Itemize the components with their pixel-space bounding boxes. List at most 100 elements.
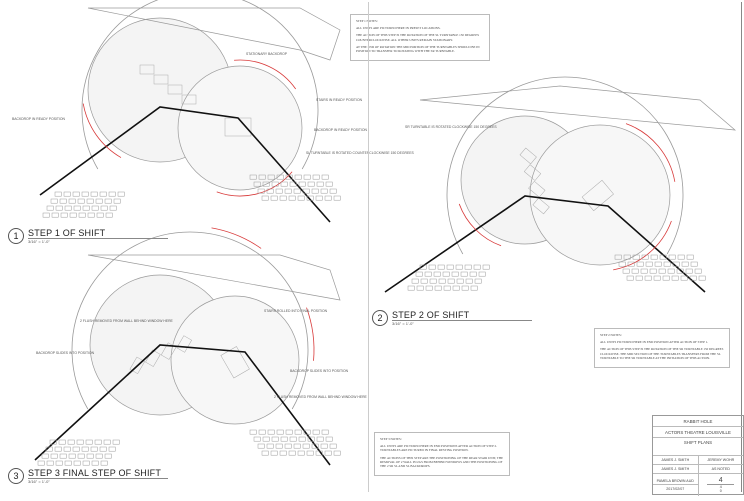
audience-seat (429, 278, 437, 284)
audience-seat (641, 254, 649, 260)
audience-seat (474, 278, 482, 284)
sr-turntable (170, 295, 300, 425)
audience-seat (77, 198, 85, 204)
audience-seat (311, 443, 319, 449)
audience-seat (293, 443, 301, 449)
audience-seat (443, 285, 451, 291)
audience-seat (67, 439, 75, 445)
label-stationary-backdrop: STATIONARY BACKDROP (246, 52, 288, 56)
audience-seat (324, 195, 332, 201)
audience-seat (85, 439, 93, 445)
audience-seat (113, 198, 121, 204)
audience-seat (676, 268, 684, 274)
audience-seat (99, 446, 107, 452)
audience-seat (320, 188, 328, 194)
audience-seat (306, 450, 314, 456)
rotation-arrow (625, 123, 676, 182)
audience-seat (425, 285, 433, 291)
audience-seat (407, 285, 415, 291)
audience-seat (249, 429, 257, 435)
audience-seat (46, 205, 54, 211)
rotation-arrow (216, 171, 293, 197)
audience-seat (108, 446, 116, 452)
audience-seat (267, 429, 275, 435)
audience-seat (333, 195, 341, 201)
view-title: STEP 2 OF SHIFT (392, 310, 532, 321)
audience-seat (267, 174, 275, 180)
audience-seat (671, 275, 679, 281)
shift-line (34, 344, 331, 466)
audience-seat (68, 453, 76, 459)
audience-seat (76, 439, 84, 445)
sheet-border (368, 2, 742, 492)
audience-seat (315, 450, 323, 456)
audience-seat (54, 446, 62, 452)
note-heading: STEP 3 NOTES: (380, 437, 402, 441)
audience-seat (626, 275, 634, 281)
audience-seat (91, 460, 99, 466)
audience-seat (90, 191, 98, 197)
audience-seat (81, 446, 89, 452)
label-backdrop-slides-right: BACKDROP SLIDES INTO POSITION (290, 369, 349, 373)
audience-seat (442, 271, 450, 277)
audience-seat (55, 460, 63, 466)
label-stairs-final: STAIRS ROLLED INTO FINAL POSITION (264, 309, 328, 313)
audience-seat (276, 174, 284, 180)
audience-seat (311, 188, 319, 194)
step3-notes: STEP 3 NOTES: ALL UNITS ARE PICTURED HER… (374, 432, 510, 477)
audience-seat (275, 443, 283, 449)
audience-seat (86, 198, 94, 204)
audience-seat (95, 453, 103, 459)
audience-seat (460, 271, 468, 277)
audience-seat (271, 436, 279, 442)
audience-seat (69, 212, 77, 218)
audience-seat (303, 429, 311, 435)
audience-seat (461, 285, 469, 291)
note-line: THE ACTION OF THIS STEP IS THE ROTATION … (356, 33, 480, 42)
audience-seat (416, 285, 424, 291)
tb-scale: AS NOTED (711, 467, 730, 471)
audience-seat (82, 460, 90, 466)
tb-sheet-title: SHIFT PLANS (653, 438, 743, 456)
audience-seat (681, 261, 689, 267)
audience-seat (302, 188, 310, 194)
furniture (129, 356, 146, 375)
furniture (519, 147, 537, 165)
audience-seat (316, 181, 324, 187)
tb-director: PAMELA BROWN AUD (653, 478, 698, 485)
audience-seat (419, 264, 427, 270)
note-line: THE ACTIONS OF THIS STEP ARE THE POSITIO… (380, 455, 504, 469)
furniture (532, 197, 550, 215)
view-number: 3 (8, 468, 24, 484)
audience-seat (312, 174, 320, 180)
audience-seat (95, 198, 103, 204)
audience-seat (87, 212, 95, 218)
audience-seat (649, 268, 657, 274)
audience-seat (58, 439, 66, 445)
audience-seat (644, 275, 652, 281)
audience-seat (285, 429, 293, 435)
audience-seat (64, 460, 72, 466)
audience-seat (415, 271, 423, 277)
audience-seat (50, 198, 58, 204)
audience-seat (411, 278, 419, 284)
audience-seat (54, 191, 62, 197)
audience-seat (109, 205, 117, 211)
audience-seat (321, 174, 329, 180)
outer-stage-arc (81, 0, 319, 170)
audience-seat (447, 278, 455, 284)
audience-seat (73, 205, 81, 211)
audience-seat (469, 271, 477, 277)
audience-seat (645, 261, 653, 267)
audience-seat (685, 268, 693, 274)
audience-seat (424, 271, 432, 277)
audience-seat (698, 275, 706, 281)
audience-seat (294, 429, 302, 435)
audience-seat (73, 460, 81, 466)
audience-seat (112, 439, 120, 445)
rotation-arrow (211, 227, 262, 249)
audience-seat (285, 174, 293, 180)
